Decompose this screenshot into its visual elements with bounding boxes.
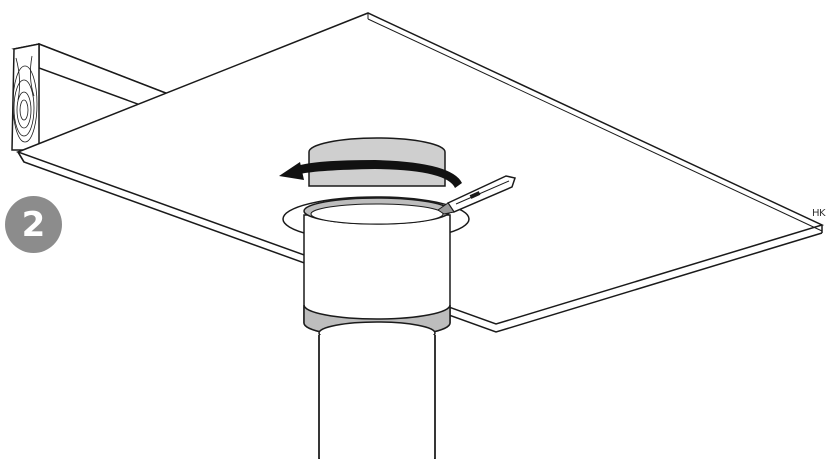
- panel-back-edge: [367, 18, 823, 232]
- artist-mark: HK: [812, 208, 826, 219]
- step-number-badge: 2: [5, 196, 62, 253]
- wooden-joist: [11, 42, 179, 151]
- collar-top-inner: [310, 203, 444, 225]
- utility-knife-icon: [437, 175, 516, 215]
- panel-edge-left: [17, 151, 25, 163]
- rotate-arrow-icon: [279, 160, 462, 188]
- pipe-below: [318, 335, 436, 459]
- wood-grain-rings: [12, 55, 38, 143]
- joist-end-grain: [11, 43, 40, 151]
- pipe-collar: [303, 197, 451, 345]
